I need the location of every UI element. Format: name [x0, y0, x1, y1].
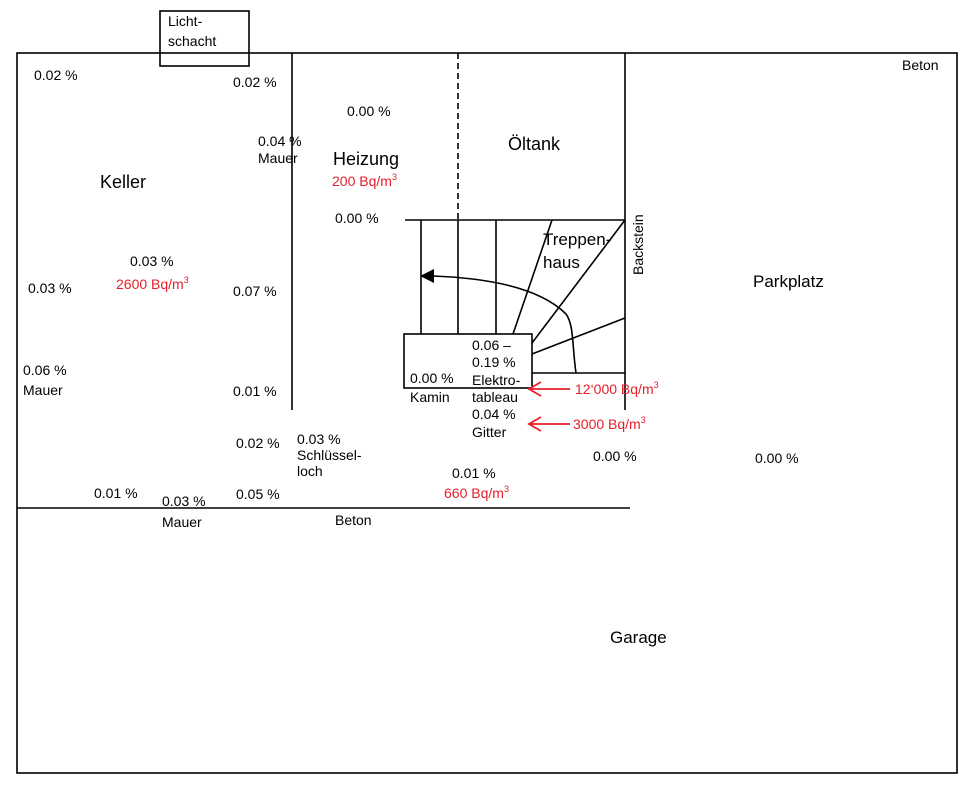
moisture-value: 0.04 %	[258, 133, 302, 149]
schluesselloch-label: Schlüssel-	[297, 447, 362, 463]
lichtschacht-label: Licht-	[168, 13, 203, 29]
treppenhaus-label-2: haus	[543, 253, 580, 272]
moisture-value: 0.03 %	[297, 431, 341, 447]
moisture-value: 0.05 %	[236, 486, 280, 502]
moisture-value: 0.01 %	[94, 485, 138, 501]
outer-wall	[16, 52, 958, 774]
moisture-value: 0.01 %	[452, 465, 496, 481]
moisture-value: 0.00 %	[593, 448, 637, 464]
moisture-value: 0.02 %	[236, 435, 280, 451]
lichtschacht-label-2: schacht	[168, 33, 216, 49]
moisture-value: 0.19 %	[472, 354, 516, 370]
elektrotableau-label: Elektro-	[472, 372, 521, 388]
kamin-box	[403, 333, 533, 389]
radon-elektro: 12‘000 Bq/m3	[575, 380, 659, 397]
moisture-value: 0.00 %	[347, 103, 391, 119]
moisture-value: 0.07 %	[233, 283, 277, 299]
staircase	[405, 219, 626, 374]
radon-keller: 2600 Bq/m3	[116, 275, 189, 292]
garage-label: Garage	[610, 628, 667, 647]
kamin-label: Kamin	[410, 389, 450, 405]
lichtschacht-box	[159, 10, 250, 67]
parkplatz-label: Parkplatz	[753, 272, 824, 291]
moisture-value: 0.03 %	[28, 280, 72, 296]
moisture-value: 0.06 –	[472, 337, 511, 353]
moisture-value: 0.00 %	[755, 450, 799, 466]
gitter-label: Gitter	[472, 424, 507, 440]
moisture-readings: 0.02 % 0.02 % 0.00 % 0.04 % 0.00 % 0.03 …	[23, 67, 799, 509]
moisture-value: 0.02 %	[34, 67, 78, 83]
moisture-value: 0.01 %	[233, 383, 277, 399]
treppenhaus-label: Treppen-	[543, 230, 611, 249]
moisture-value: 0.03 %	[130, 253, 174, 269]
oeltank-label: Öltank	[508, 134, 561, 154]
moisture-value: 0.00 %	[410, 370, 454, 386]
elektrotableau-label-2: tableau	[472, 389, 518, 405]
moisture-value: 0.00 %	[335, 210, 379, 226]
radon-bottom: 660 Bq/m3	[444, 484, 509, 501]
heizung-label: Heizung	[333, 149, 399, 169]
mauer-label-2: Mauer	[23, 382, 63, 398]
moisture-value: 0.06 %	[23, 362, 67, 378]
keller-label: Keller	[100, 172, 146, 192]
radon-gitter: 3000 Bq/m3	[573, 415, 646, 432]
mauer-label-3: Mauer	[162, 514, 202, 530]
radon-arrow-elektro	[527, 381, 570, 397]
beton-bottom-label: Beton	[335, 512, 372, 528]
arrow-head-icon	[420, 269, 434, 283]
beton-top-label: Beton	[902, 57, 939, 73]
moisture-value: 0.03 %	[162, 493, 206, 509]
radon-arrow-gitter	[527, 416, 570, 432]
backstein-label: Backstein	[630, 214, 646, 275]
schluesselloch-label-2: loch	[297, 463, 323, 479]
mauer-label-1: Mauer	[258, 150, 298, 166]
moisture-value: 0.04 %	[472, 406, 516, 422]
radon-heizung: 200 Bq/m3	[332, 172, 397, 189]
moisture-value: 0.02 %	[233, 74, 277, 90]
